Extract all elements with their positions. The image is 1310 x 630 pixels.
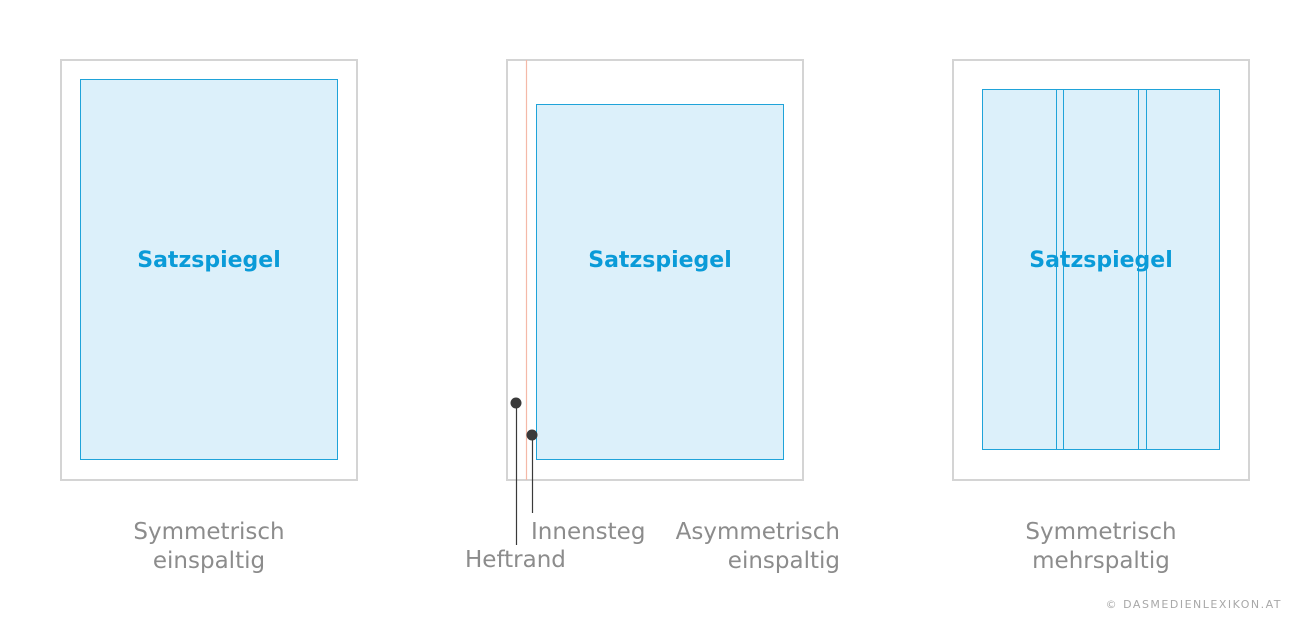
binding-dot — [510, 397, 522, 409]
column-gutter-right-b — [1146, 89, 1147, 450]
type-area-label: Satzspiegel — [588, 248, 732, 273]
caption-symmetric-multi: Symmetrisch mehrspaltig — [1001, 518, 1201, 576]
callout-inner-margin: Innensteg — [531, 519, 646, 545]
caption-line1: Symmetrisch — [133, 519, 285, 545]
caption-line2: einspaltig — [727, 548, 840, 574]
type-area-asymmetric-single — [536, 104, 784, 460]
column-gutter-left-a — [1056, 89, 1057, 450]
caption-symmetric-single: Symmetrisch einspaltig — [109, 518, 309, 576]
copyright-notice: © DASMEDIENLEXIKON.AT — [1105, 598, 1282, 611]
column-gutter-right-a — [1138, 89, 1139, 450]
caption-line2: mehrspaltig — [1032, 548, 1170, 574]
caption-line1: Symmetrisch — [1025, 519, 1177, 545]
type-area-label: Satzspiegel — [1029, 248, 1173, 273]
type-area-symmetric-multi — [982, 89, 1220, 450]
type-area-symmetric-single — [80, 79, 338, 460]
inner-margin-dot — [526, 429, 538, 441]
caption-asymmetric-single: Asymmetrisch einspaltig — [662, 518, 840, 576]
type-area-label: Satzspiegel — [137, 248, 281, 273]
caption-line2: einspaltig — [152, 548, 266, 574]
caption-line1: Asymmetrisch — [675, 519, 840, 545]
column-gutter-left-b — [1063, 89, 1064, 450]
callout-binding-margin: Heftrand — [465, 547, 566, 573]
